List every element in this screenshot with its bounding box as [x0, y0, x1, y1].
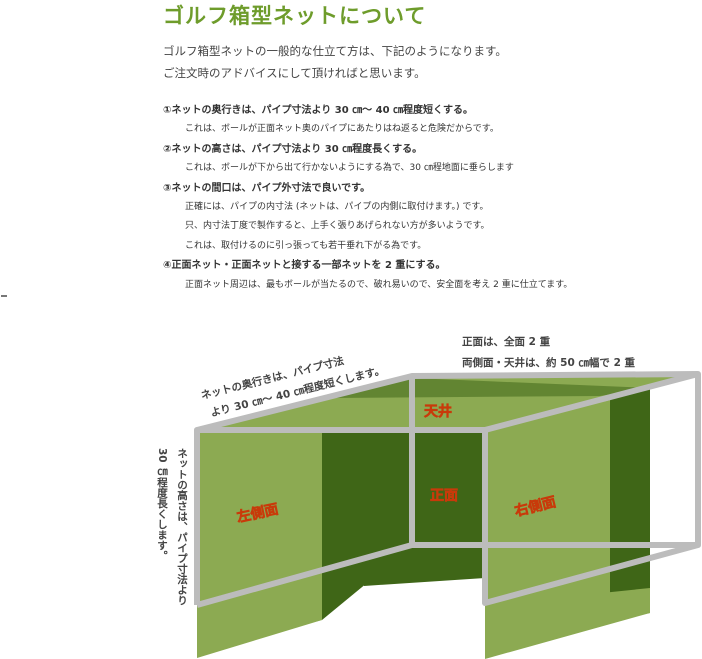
right-bottom-flap — [485, 588, 650, 659]
right-back-panel — [610, 388, 650, 620]
tip-detail: これは、ボールが正面ネット奥のパイプにあたりはね返ると危険だからです。 — [185, 124, 499, 135]
front-label: 正面 — [430, 488, 458, 504]
front-net-panel — [364, 430, 485, 586]
tip-heading: ④正面ネット・正面ネットと接する一部ネットを 2 重にする。 — [163, 260, 446, 272]
right-side-net — [485, 400, 610, 655]
height-note-line2: 30 ㎝程度長くします。 — [156, 448, 168, 561]
page-title: ゴルフ箱型ネットについて — [163, 4, 427, 28]
ceiling-label: 天井 — [424, 403, 452, 420]
tip-detail: これは、取付けるのに引っ張っても若干垂れ下がる為です。 — [185, 240, 427, 251]
tip-detail: 只、内寸法丁度で製作すると、上手く張りあげられない方が多いようです。 — [185, 221, 490, 232]
tip-heading: ③ネットの間口は、パイプ外寸法で良いです。 — [163, 182, 371, 194]
tip-detail: 正面ネット周辺は、最もボールが当たるので、破れ易いので、安全面を考え 2 重に仕… — [185, 279, 573, 290]
tip-heading: ②ネットの高さは、パイプ寸法より 30 ㎝程度長くする。 — [163, 143, 423, 155]
intro-text: ゴルフ箱型ネットの一般的な仕立て方は、下記のようになります。 ご注文時のアドバイ… — [163, 40, 507, 84]
front-note-line2: 両側面・天井は、約 50 ㎝幅で 2 重 — [462, 356, 636, 369]
divider-mark — [1, 295, 7, 297]
tip-heading: ①ネットの奥行きは、パイプ寸法より 30 ㎝～ 40 ㎝程度短くする。 — [163, 105, 474, 116]
tip-detail: 正確には、パイプの内寸法 (ネットは、パイプの内側に取付けます。) です。 — [185, 201, 489, 212]
tips-list: ①ネットの奥行きは、パイプ寸法より 30 ㎝～ 40 ㎝程度短くする。 これは、… — [163, 101, 572, 295]
front-note-line1: 正面は、全面 2 重 — [462, 335, 551, 348]
intro-line: ご注文時のアドバイスにして頂ければと思います。 — [163, 66, 426, 80]
tip-detail: これは、ボールが下から出て行かないようにする為で、30 ㎝程地面に垂らします — [185, 163, 514, 174]
pipe-frame — [194, 371, 701, 608]
height-note-line1: ネットの高さは、パイプ寸法より — [176, 448, 188, 606]
intro-line: ゴルフ箱型ネットの一般的な仕立て方は、下記のようになります。 — [163, 44, 507, 58]
left-bottom-flap — [197, 578, 322, 658]
